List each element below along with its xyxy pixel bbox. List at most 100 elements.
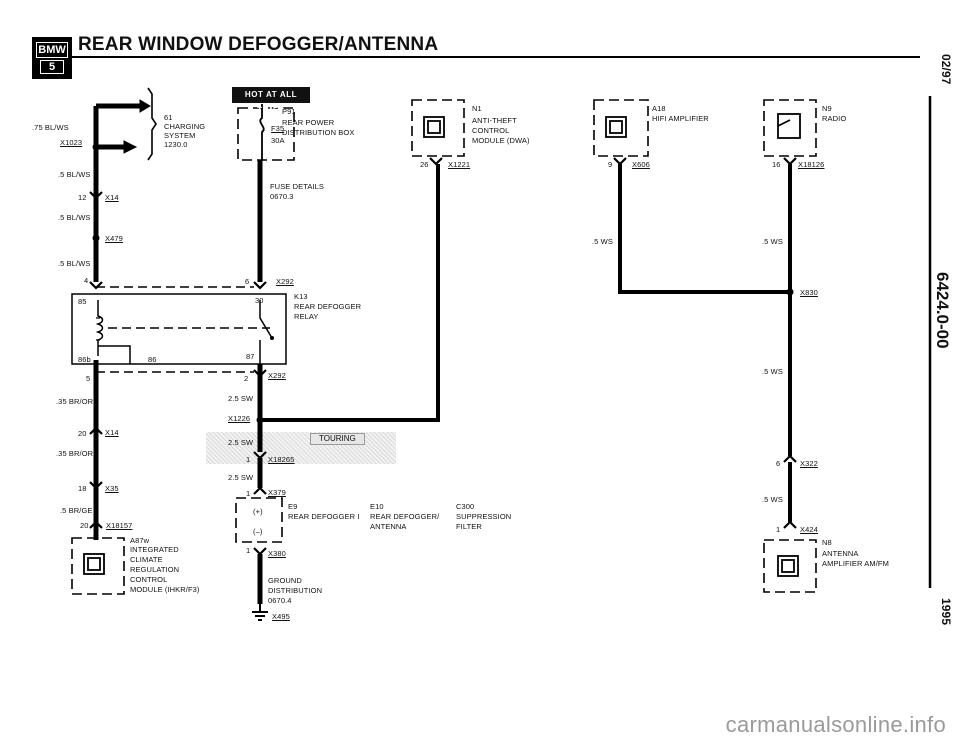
component-label: REAR DEFOGGER/ [370,512,440,521]
n1-box [411,99,465,157]
a18-label: HIFI AMPLIFIER [652,114,709,123]
wire-label: .5 WS [762,237,783,246]
touring-label: TOURING [310,433,365,445]
module-label: INTEGRATED [130,545,179,554]
connector-label: X292 [276,277,294,286]
fuse-symbol [259,104,265,160]
wire-label: .5 BL/WS [58,170,91,179]
relay-switch [259,300,273,339]
ground-label: GROUND [268,576,302,585]
x830-splice [786,288,794,296]
connector-label: X14 [105,193,119,202]
n1-ref: N1 [472,104,482,113]
pin-label: 86b [78,355,91,364]
relay-box [71,293,287,365]
relay-dashes [96,286,270,373]
left-wiring [93,87,157,540]
module-label: MODULE (IHKR/F3) [130,585,200,594]
e9-box [235,497,283,543]
dist-box-label: REAR POWER [282,118,335,127]
doc-date: 02/97 [939,54,953,85]
connector-label: X830 [800,288,818,297]
fuse-details-label: FUSE DETAILS [270,182,324,191]
module-label: CLIMATE [130,555,163,564]
n1-label: ANTI-THEFT [472,116,517,125]
logo-model: 5 [40,60,64,74]
n1-label: CONTROL [472,126,510,135]
pin-label: 12 [78,193,87,202]
x1226-branch [260,164,440,422]
pin-label: 16 [772,160,781,169]
connector-label: X495 [272,612,290,621]
fuse-details-page: 0670.3 [270,192,294,201]
module-ref: A87w [130,536,150,545]
pin-label: 20 [80,521,89,530]
n9-label: RADIO [822,114,847,123]
module-label: REGULATION [130,565,180,574]
pin-label: 2 [244,374,249,383]
radio-icon [777,113,801,139]
charging-ref: 61 [164,113,173,122]
wire-label: 2.5 SW [228,473,254,482]
module-label: CONTROL [130,575,168,584]
charging-page: 1230.0 [164,140,188,149]
charging-arrowhead-2 [123,140,138,154]
pin-label: 4 [84,276,89,285]
pin-label: 9 [608,160,613,169]
wire-label: .5 BL/WS [58,213,91,222]
n8-box [763,539,817,593]
pin-label: 6 [776,459,781,468]
connector-label: X380 [268,549,286,558]
n8-module-icon [777,555,799,577]
component-label: REAR DEFOGGER I [288,512,360,521]
n1-module-icon [423,116,445,138]
pin-label: 86 [148,355,157,364]
a87w-module-icon [83,553,105,575]
connector-label: X292 [268,371,286,380]
ground-symbol [252,604,268,621]
connector-label: X1023 [60,138,83,147]
pin-label: 20 [78,429,87,438]
relay-label: REAR DEFOGGER [294,302,362,311]
a18-module-icon [605,116,627,138]
watermark: carmanualsonline.info [725,712,946,737]
pin-label: 6 [245,277,250,286]
relay-ref: K13 [294,292,308,301]
doc-year: 1995 [939,598,953,626]
a18-box [593,99,649,157]
page-title: REAR WINDOW DEFOGGER/ANTENNA [78,34,439,55]
pin-label: 1 [246,489,251,498]
connector-label: X322 [800,459,818,468]
connector-label: X1221 [448,160,471,169]
pin-label: 85 [78,297,87,306]
charging-bracket [147,87,157,161]
n9-ref: N9 [822,104,832,113]
connector-label: X424 [800,525,818,534]
p91-box [237,107,295,161]
relay-coil [95,300,104,356]
connector-label: X18157 [106,521,133,530]
component-ref: E10 [370,502,384,511]
wire-label: .5 BL/WS [58,259,91,268]
wire-label: .75 BL/WS [32,123,69,132]
wire-label: .5 WS [762,367,783,376]
a18-wire [618,164,790,294]
wire-label: .5 WS [762,495,783,504]
pin-label: 5 [86,374,91,383]
pin-label: 18 [78,484,87,493]
pin-label: 87 [246,352,255,361]
component-ref: C300 [456,502,475,511]
polarity-minus: (–) [253,527,263,536]
dist-box-label: DISTRIBUTION BOX [282,128,355,137]
x1023-splice [92,143,100,151]
x479-splice [92,234,100,242]
relay-label: RELAY [294,312,319,321]
pin-label: 26 [420,160,429,169]
n1-label: MODULE (DWA) [472,136,530,145]
n8-label: ANTENNA [822,549,859,558]
logo-brand: BMW [36,42,68,58]
doc-number: 6424.0-00 [933,272,952,349]
connector-label: X479 [105,234,123,243]
connector-label: X18126 [798,160,825,169]
charging-arrowhead-1 [139,99,151,113]
